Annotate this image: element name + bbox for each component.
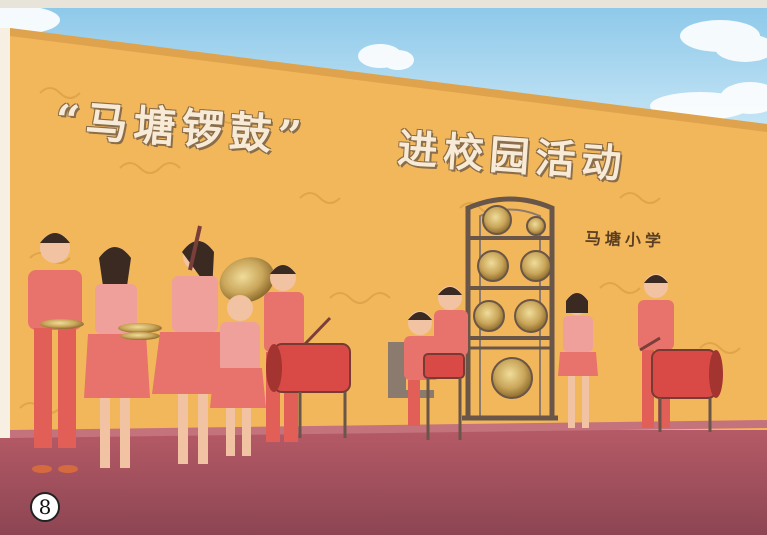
left-edge bbox=[0, 28, 10, 438]
illustration bbox=[0, 8, 767, 535]
child-4 bbox=[210, 295, 266, 456]
child-6 bbox=[404, 311, 440, 426]
drum-right bbox=[651, 349, 723, 432]
child-2 bbox=[84, 247, 162, 468]
drum-left bbox=[266, 316, 351, 438]
child-8 bbox=[558, 293, 598, 428]
page-number: 8 bbox=[38, 495, 52, 519]
drum-middle bbox=[423, 353, 465, 440]
child-3 bbox=[152, 225, 236, 464]
top-strip bbox=[0, 0, 767, 8]
cymbal bbox=[219, 257, 275, 303]
child-7 bbox=[434, 286, 468, 356]
ground bbox=[0, 430, 767, 535]
clouds bbox=[0, 8, 767, 120]
gong-rack bbox=[462, 196, 558, 421]
wall-shadow bbox=[10, 28, 767, 132]
school-name: 马塘小学 bbox=[584, 228, 666, 251]
child-1 bbox=[28, 233, 84, 473]
page-number-badge: 8 bbox=[30, 492, 60, 522]
